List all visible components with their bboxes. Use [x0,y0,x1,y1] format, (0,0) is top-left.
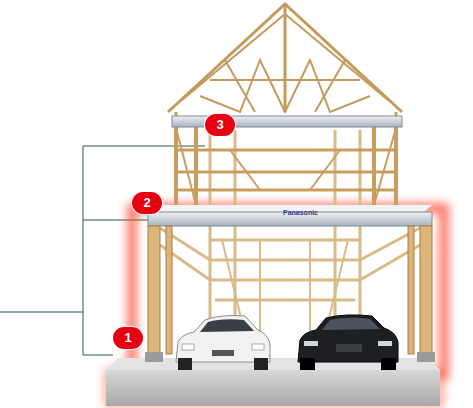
callout-number: 3 [205,114,235,136]
white-car [176,316,270,371]
back-frame [160,130,420,355]
slab [106,370,440,406]
callout-number: 1 [113,327,143,349]
brand-text: Panasonic [283,209,318,217]
callout-number: 2 [132,192,162,214]
roof-truss [168,4,402,112]
black-car [298,315,398,370]
